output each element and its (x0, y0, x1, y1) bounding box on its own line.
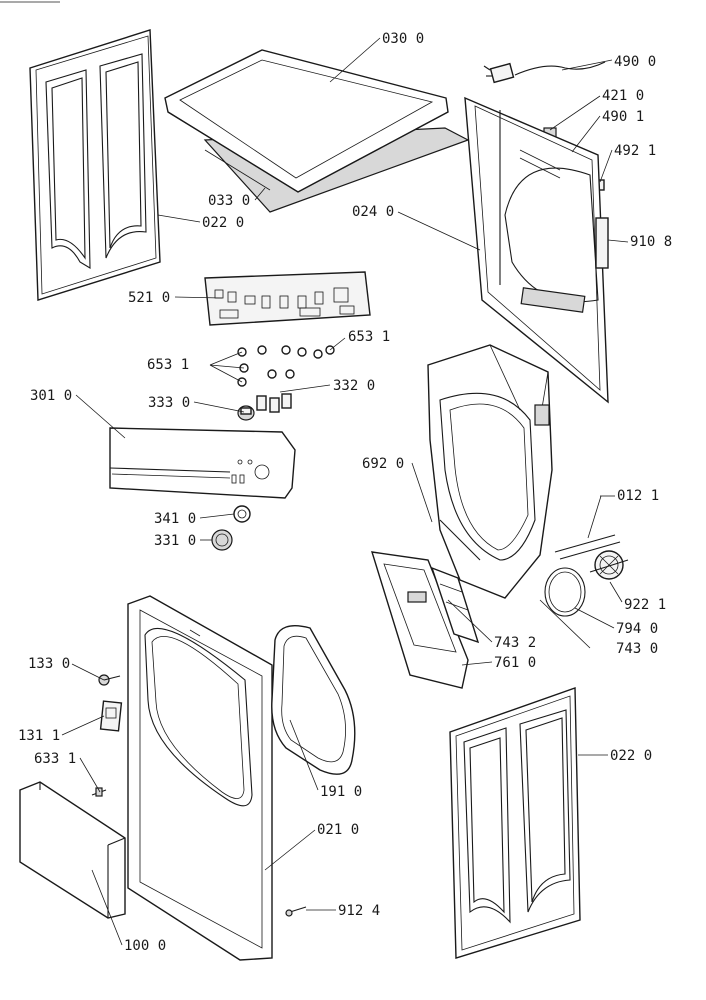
callout-743-2: 743 2 (494, 635, 536, 651)
drum-assembly (427, 344, 553, 599)
callout-333-0: 333 0 (148, 395, 190, 411)
door-pin (91, 787, 107, 797)
callout-912-4: 912 4 (338, 903, 380, 919)
callout-133-0: 133 0 (28, 656, 70, 672)
callout-030-0: 030 0 (382, 31, 424, 47)
callout-191-0: 191 0 (320, 784, 362, 800)
control-fascia (109, 427, 296, 499)
rear-panel (464, 96, 609, 404)
callout-794-0: 794 0 (616, 621, 658, 637)
callout-492-1: 492 1 (614, 143, 656, 159)
callout-521-0: 521 0 (128, 290, 170, 306)
callout-022-0-bottom: 022 0 (610, 748, 652, 764)
top-lid (164, 49, 470, 213)
callout-692-0: 692 0 (362, 456, 404, 472)
callout-653-1-left: 653 1 (147, 357, 189, 373)
callout-024-0: 024 0 (352, 204, 394, 220)
front-panel (127, 595, 273, 961)
callout-100-0: 100 0 (124, 938, 166, 954)
callout-022-0-top: 022 0 (202, 215, 244, 231)
callout-653-1-right: 653 1 (348, 329, 390, 345)
callout-332-0: 332 0 (333, 378, 375, 394)
door-switch (99, 700, 123, 732)
callout-012-1: 012 1 (617, 488, 659, 504)
control-board (204, 271, 371, 326)
callout-910-8: 910 8 (630, 234, 672, 250)
door-seal (271, 625, 356, 775)
callout-490-1: 490 1 (602, 109, 644, 125)
callout-331-0: 331 0 (154, 533, 196, 549)
callout-761-0: 761 0 (494, 655, 536, 671)
callout-922-1: 922 1 (624, 597, 666, 613)
filter-housing (371, 551, 469, 689)
callout-490-0: 490 0 (614, 54, 656, 70)
screw (285, 906, 307, 917)
main-knob (211, 529, 233, 551)
callout-labels: 030 0 490 0 421 0 490 1 492 1 033 0 022 … (18, 31, 672, 954)
side-panel-right (449, 687, 581, 959)
switch-buttons (256, 393, 292, 413)
callout-301-0: 301 0 (30, 388, 72, 404)
callout-341-0: 341 0 (154, 511, 196, 527)
fan-wheel (589, 550, 629, 580)
callout-743-0: 743 0 (616, 641, 658, 657)
drive-gasket-ring (544, 567, 586, 617)
callout-021-0: 021 0 (317, 822, 359, 838)
side-panel-left (29, 29, 161, 301)
power-cord (483, 61, 606, 84)
callout-633-1: 633 1 (34, 751, 76, 767)
kick-plate (19, 781, 126, 919)
filter-element (430, 566, 480, 644)
knob-caps (237, 345, 335, 387)
callout-131-1: 131 1 (18, 728, 60, 744)
leader-lines (61, 37, 629, 946)
drum-shaft-assembly (554, 534, 621, 560)
callout-421-0: 421 0 (602, 88, 644, 104)
door-hinge (98, 674, 121, 686)
callout-033-0: 033 0 (208, 193, 250, 209)
knob-ring (233, 505, 251, 523)
selector-knob (237, 405, 255, 421)
